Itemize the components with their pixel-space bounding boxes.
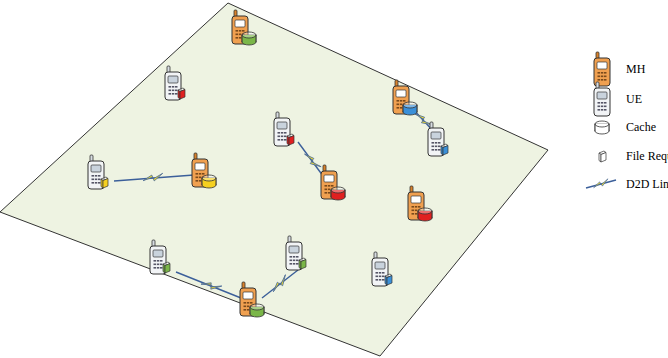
ue-phone xyxy=(274,112,294,146)
legend-label: UE xyxy=(626,92,642,106)
ue-phone xyxy=(88,155,108,189)
legend-mh-icon xyxy=(594,52,610,86)
legend-label: Cache xyxy=(626,120,656,134)
legend-label: File Request xyxy=(626,149,668,163)
legend-ue-icon xyxy=(594,82,610,116)
d2d-links xyxy=(114,108,434,300)
ue-phone xyxy=(165,66,185,100)
mh-phone xyxy=(321,165,345,200)
legend-cache-icon xyxy=(595,121,609,134)
mh-phone xyxy=(393,80,417,115)
ue-phone xyxy=(286,236,306,270)
legend-link-bolt xyxy=(592,179,609,189)
mh-phone xyxy=(232,10,256,45)
d2d-link xyxy=(176,272,246,300)
legend-request-icon xyxy=(599,151,606,162)
legend-label: D2D Link xyxy=(626,177,668,191)
mh-phone xyxy=(240,282,264,317)
ue-phone xyxy=(150,240,170,274)
mh-phone xyxy=(408,186,432,221)
mh-phone xyxy=(192,153,216,188)
legend-label: MH xyxy=(626,62,645,76)
link-bolt xyxy=(270,275,290,293)
link-bolt xyxy=(304,151,321,171)
ue-phone xyxy=(428,122,448,156)
d2d-link xyxy=(262,270,298,298)
link-bolt xyxy=(143,173,163,181)
ue-phone xyxy=(372,252,392,286)
link-bolt xyxy=(201,279,222,293)
ground-plane xyxy=(0,3,548,356)
